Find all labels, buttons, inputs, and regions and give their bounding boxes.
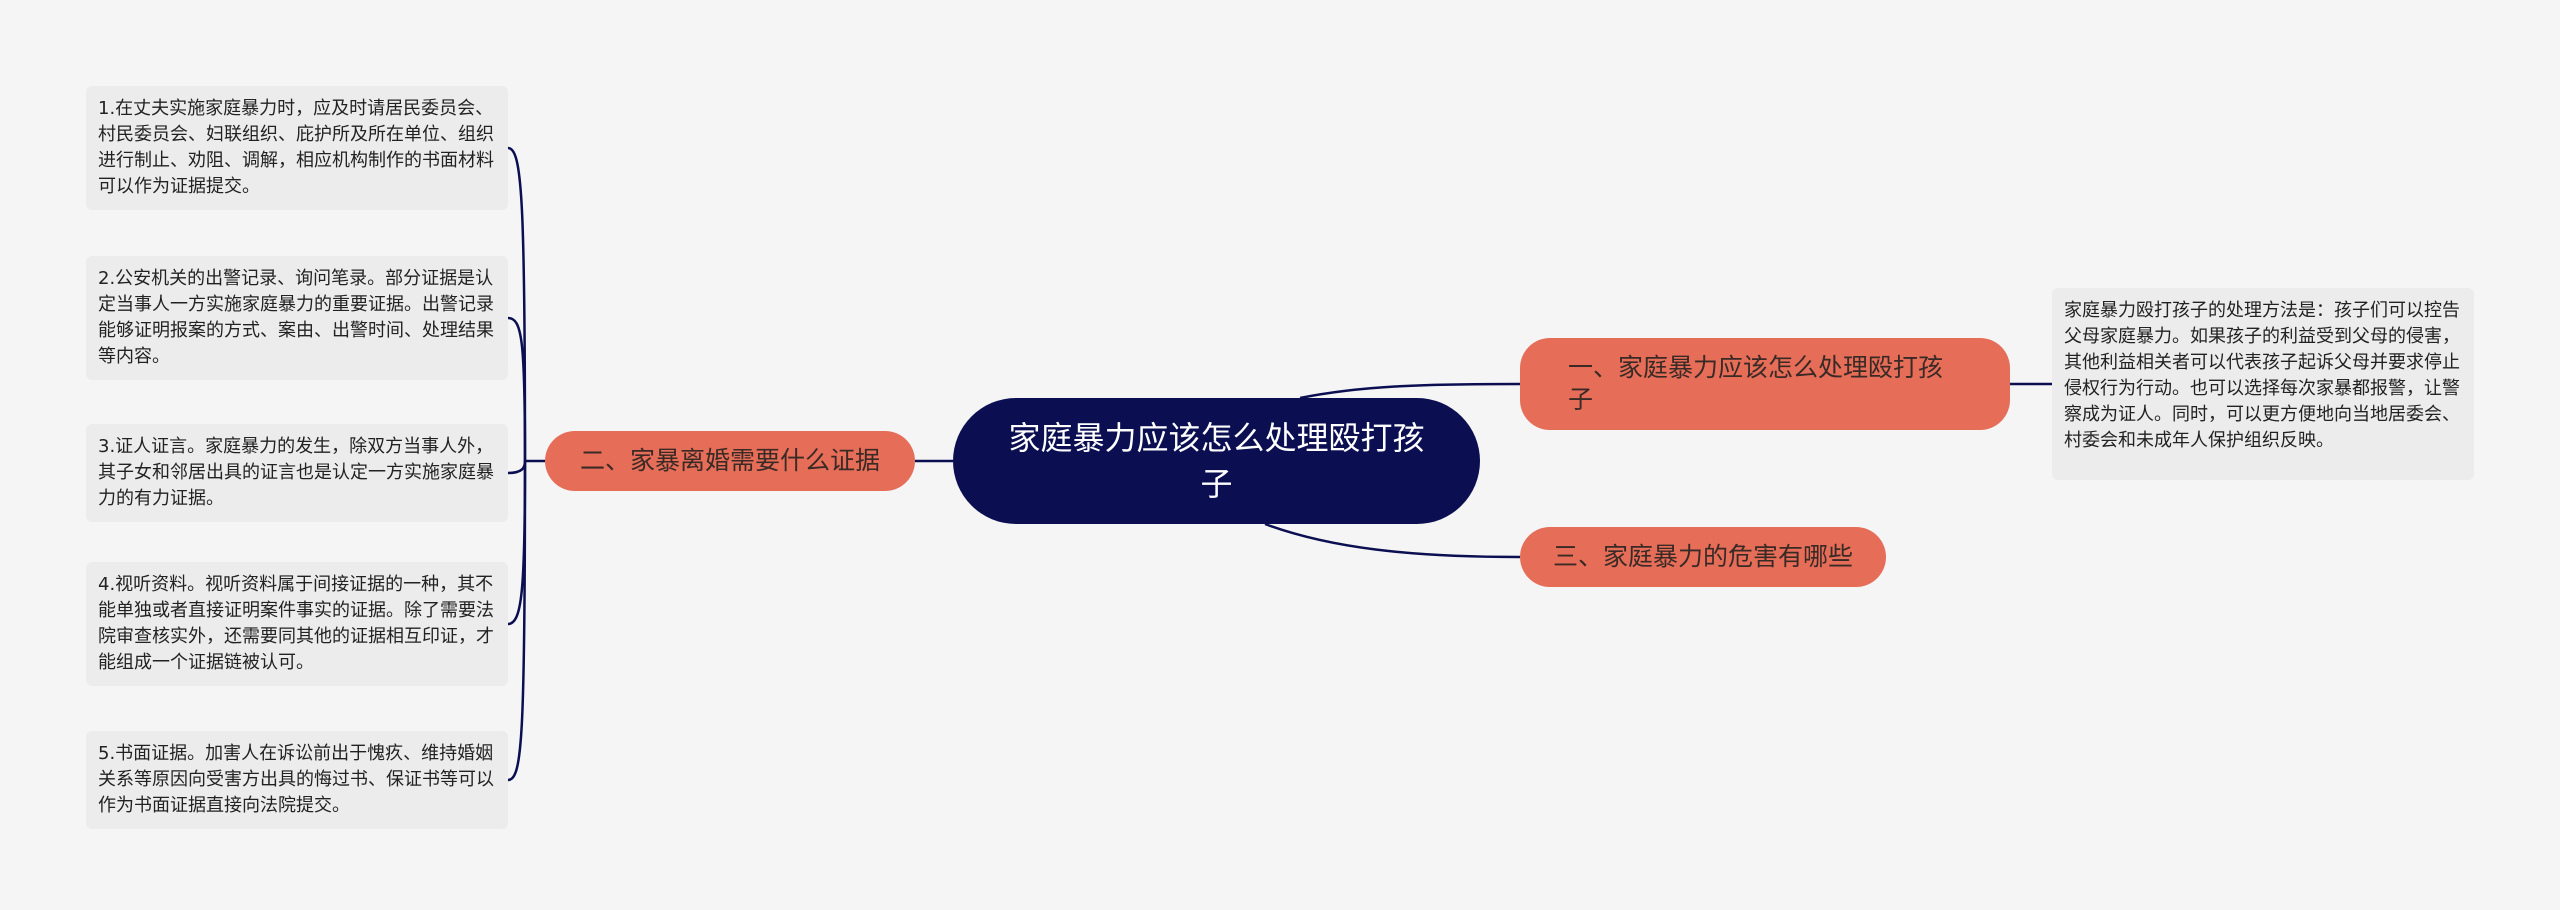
leaf-text: 3.证人证言。家庭暴力的发生，除双方当事人外，其子女和邻居出具的证言也是认定一方… — [98, 436, 494, 509]
connector-root-right3 — [1264, 522, 1521, 559]
branch-node-handling[interactable]: 一、家庭暴力应该怎么处理殴打孩子 — [1520, 338, 2010, 430]
leaf-node-handling-1[interactable]: 家庭暴力殴打孩子的处理方法是：孩子们可以控告父母家庭暴力。如果孩子的利益受到父母… — [2052, 288, 2474, 480]
root-label: 家庭暴力应该怎么处理殴打孩子 — [1008, 419, 1425, 503]
leaf-node-evidence-3[interactable]: 3.证人证言。家庭暴力的发生，除双方当事人外，其子女和邻居出具的证言也是认定一方… — [86, 424, 508, 522]
leaf-node-evidence-5[interactable]: 5.书面证据。加害人在诉讼前出于愧疚、维持婚姻关系等原因向受害方出具的悔过书、保… — [86, 731, 508, 829]
connector-root-right1 — [1299, 382, 1521, 400]
connector-left-leaf-1 — [507, 146, 527, 462]
branch-node-evidence[interactable]: 二、家暴离婚需要什么证据 — [545, 431, 915, 491]
branch-label: 二、家暴离婚需要什么证据 — [579, 446, 880, 475]
leaf-text: 1.在丈夫实施家庭暴力时，应及时请居民委员会、村民委员会、妇联组织、庇护所及所在… — [98, 98, 494, 197]
root-node[interactable]: 家庭暴力应该怎么处理殴打孩子 — [953, 398, 1480, 524]
leaf-node-evidence-1[interactable]: 1.在丈夫实施家庭暴力时，应及时请居民委员会、村民委员会、妇联组织、庇护所及所在… — [86, 86, 508, 210]
leaf-text: 5.书面证据。加害人在诉讼前出于愧疚、维持婚姻关系等原因向受害方出具的悔过书、保… — [98, 743, 494, 816]
branch-label: 三、家庭暴力的危害有哪些 — [1552, 542, 1853, 571]
leaf-text: 家庭暴力殴打孩子的处理方法是：孩子们可以控告父母家庭暴力。如果孩子的利益受到父母… — [2064, 300, 2460, 451]
connector-left-leaf-3 — [507, 460, 527, 475]
connector-left-leaf-2 — [507, 316, 527, 462]
leaf-text: 4.视听资料。视听资料属于间接证据的一种，其不能单独或者直接证明案件事实的证据。… — [98, 574, 494, 673]
branch-label: 一、家庭暴力应该怎么处理殴打孩子 — [1568, 353, 1944, 414]
connector-left-leaf-5 — [507, 460, 527, 782]
branch-node-harms[interactable]: 三、家庭暴力的危害有哪些 — [1520, 527, 1886, 587]
leaf-text: 2.公安机关的出警记录、询问笔录。部分证据是认定当事人一方实施家庭暴力的重要证据… — [98, 268, 494, 367]
leaf-node-evidence-4[interactable]: 4.视听资料。视听资料属于间接证据的一种，其不能单独或者直接证明案件事实的证据。… — [86, 562, 508, 686]
connector-left-leaf-4 — [507, 460, 527, 626]
leaf-node-evidence-2[interactable]: 2.公安机关的出警记录、询问笔录。部分证据是认定当事人一方实施家庭暴力的重要证据… — [86, 256, 508, 380]
